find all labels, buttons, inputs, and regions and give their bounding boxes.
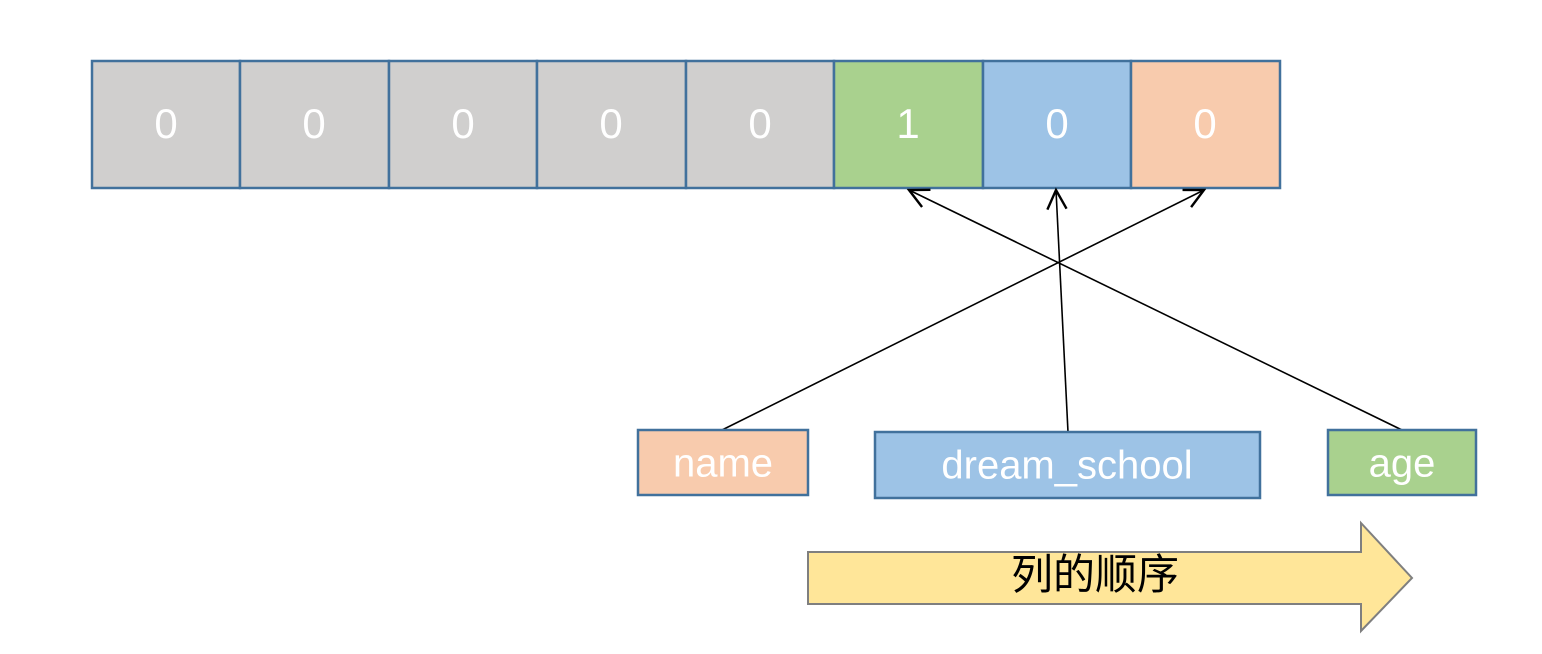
bit-value: 1 xyxy=(896,100,919,147)
bit-value: 0 xyxy=(154,100,177,147)
column-label-age: age xyxy=(1369,442,1436,486)
bit-cell: 0 xyxy=(684,59,836,190)
column-connectors xyxy=(721,190,1403,433)
age-to-bit-arrow xyxy=(909,190,1403,431)
name-to-bit-arrow xyxy=(721,190,1204,431)
column-label: dream_school xyxy=(873,430,1262,500)
bit-cell: 0 xyxy=(387,59,539,190)
column-label: age xyxy=(1326,428,1478,497)
bit-cell: 0 xyxy=(90,59,242,190)
column-order-label: 列的顺序 xyxy=(1011,550,1179,599)
bit-value: 0 xyxy=(1045,100,1068,147)
bit-value: 0 xyxy=(599,100,622,147)
bit-value: 0 xyxy=(302,100,325,147)
column-label-name: name xyxy=(673,442,773,486)
column-order-arrow: 列的顺序 xyxy=(807,520,1414,634)
bit-cell: 1 xyxy=(832,59,985,190)
bit-row: 0 0 0 0 0 1 0 0 xyxy=(90,59,1282,190)
bit-cell: 0 xyxy=(535,59,688,190)
column-label: name xyxy=(636,428,810,497)
bit-cell: 0 xyxy=(1129,59,1282,190)
bit-value: 0 xyxy=(451,100,474,147)
bit-cell: 0 xyxy=(238,59,391,190)
bit-value: 0 xyxy=(1193,100,1216,147)
column-label-dream-school: dream_school xyxy=(941,444,1192,488)
bit-value: 0 xyxy=(748,100,771,147)
bit-cell: 0 xyxy=(981,59,1133,190)
dream-school-to-bit-arrow xyxy=(1056,190,1069,433)
